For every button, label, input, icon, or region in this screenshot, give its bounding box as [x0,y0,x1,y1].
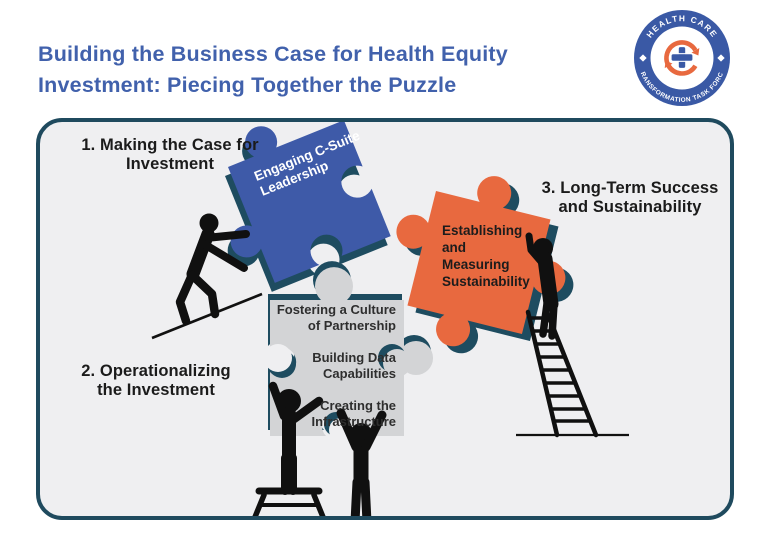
person-on-stool [268,381,324,495]
page-title-line2: Investment: Piecing Together the Puzzle [38,73,457,98]
step-2-line1: 2. Operationalizing [81,362,231,380]
establishing-line2: and [442,240,467,255]
engaging-piece [228,122,391,283]
page-title-line1: Building the Business Case for Health Eq… [38,42,508,67]
establishing-line4: Sustainability [442,274,530,289]
creating-infrastructure-label: Creating the Infrastructure [240,398,396,429]
fostering-line2: of Partnership [307,317,396,333]
building-line1: Building Data [312,350,396,365]
ladder [525,309,599,438]
building-line2: Capabilities [323,365,396,381]
establishing-piece-label: Establishing and Measuring Sustainabilit… [442,222,552,290]
logo-medical-cross-icon [670,45,694,70]
page-title: Building the Business Case for Health Eq… [38,39,638,101]
creating-line2: Infrastructure [311,413,396,429]
step-2-line2: the Investment [97,381,215,399]
establishing-line3: Measuring [442,257,510,272]
right-knob-face [383,349,411,377]
puzzle-illustration [151,122,629,516]
building-data-label: Building Data Capabilities [240,350,396,381]
middle-piece [264,267,434,442]
step-3-line2: and Sustainability [558,198,702,216]
person-pushing-puzzle [175,213,250,326]
step-2-label: 2. Operationalizing the Investment [68,362,244,400]
step-3-line1: 3. Long-Term Success [541,179,719,197]
puzzle-diagram-panel: 1. Making the Case for Investment 2. Ope… [36,118,734,520]
fostering-label: Fostering a Culture of Partnership [240,302,396,333]
creating-line1: Creating the [320,398,396,413]
step-1-line1: 1. Making the Case for [81,136,259,154]
establishing-piece [396,176,566,347]
step-1-label: 1. Making the Case for Investment [70,136,270,174]
left-socket-hole [264,344,292,372]
task-force-logo: HEALTH CARE TRANSFORMATION TASK FORCE [631,4,731,107]
person-reaching-up [336,408,387,516]
fostering-line1: Fostering a Culture [276,302,396,317]
slope-line [151,292,263,340]
stool [252,487,326,516]
establishing-line1: Establishing [442,223,523,238]
logo-cycle-arrows-icon [664,40,700,76]
task-force-logo-icon: HEALTH CARE TRANSFORMATION TASK FORCE [631,4,730,106]
step-3-label: 3. Long-Term Success and Sustainability [528,179,732,217]
step-1-line2: Investment [125,155,215,173]
